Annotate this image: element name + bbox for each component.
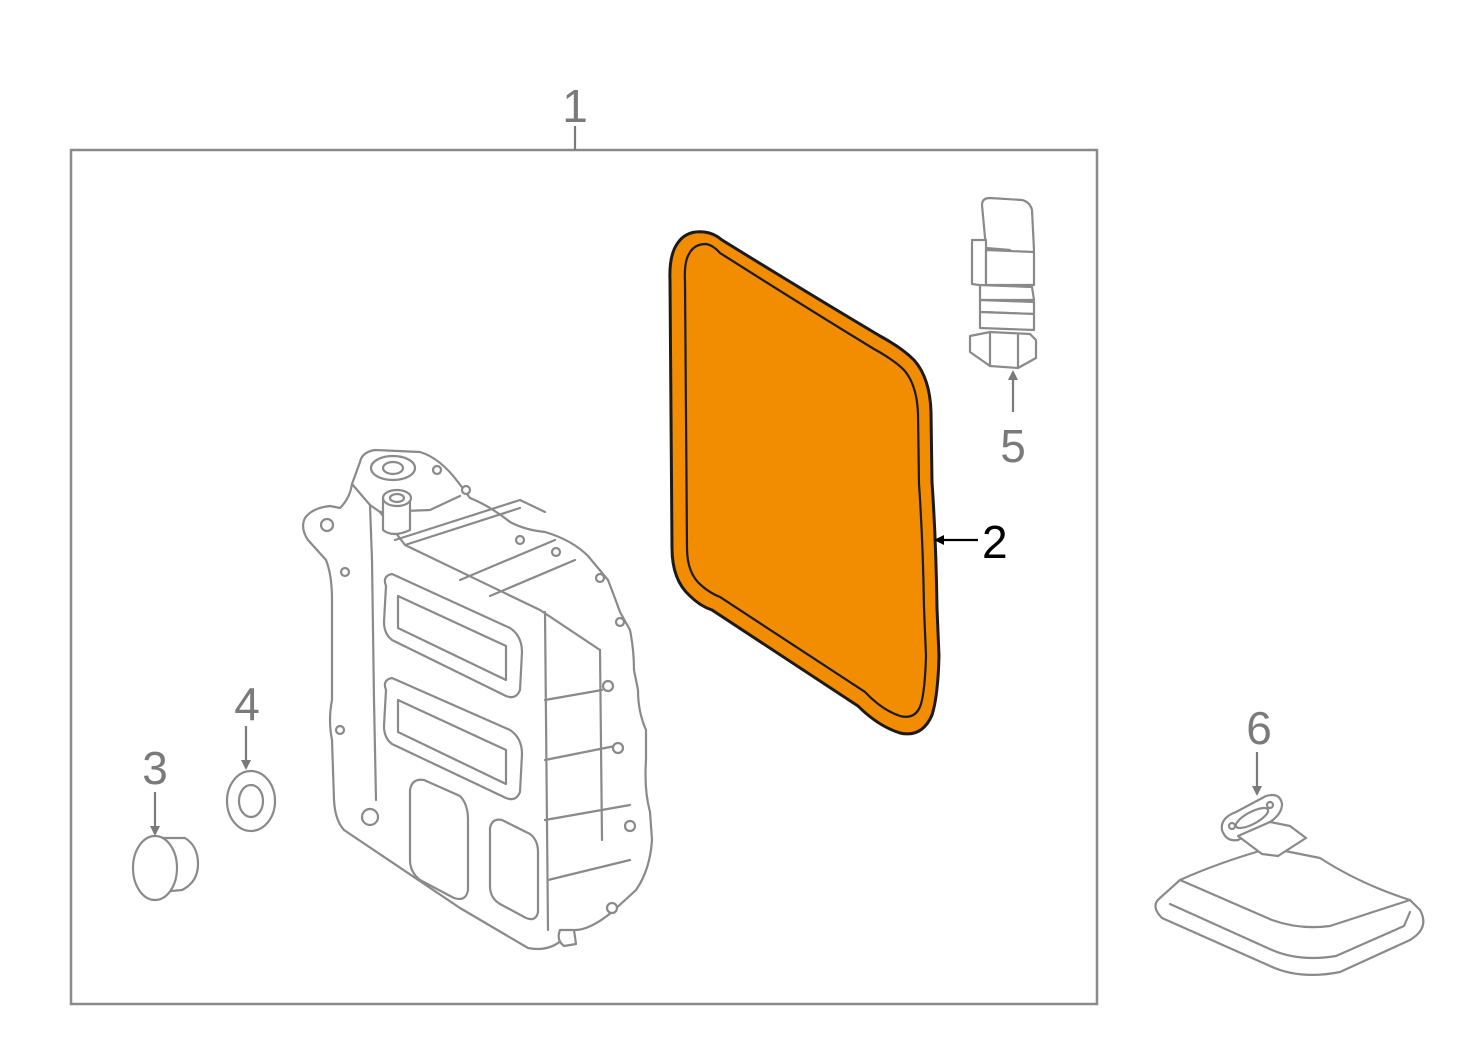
part-6-filter[interactable] bbox=[1154, 793, 1425, 976]
gasket-inner bbox=[683, 242, 928, 718]
part-5-sensor[interactable] bbox=[968, 196, 1038, 370]
callout-3: 3 bbox=[142, 742, 168, 794]
callout-2: 2 bbox=[982, 516, 1008, 568]
part-4-washer[interactable] bbox=[225, 769, 277, 833]
callout-1: 1 bbox=[562, 80, 588, 132]
transmission-cover bbox=[301, 448, 654, 951]
callout-6: 6 bbox=[1246, 702, 1272, 754]
callout-4: 4 bbox=[234, 678, 260, 730]
callout-5: 5 bbox=[1000, 420, 1026, 472]
part-3-plug[interactable] bbox=[131, 834, 200, 902]
part-2-gasket[interactable] bbox=[668, 230, 941, 736]
assembly-frame bbox=[69, 148, 1099, 1006]
